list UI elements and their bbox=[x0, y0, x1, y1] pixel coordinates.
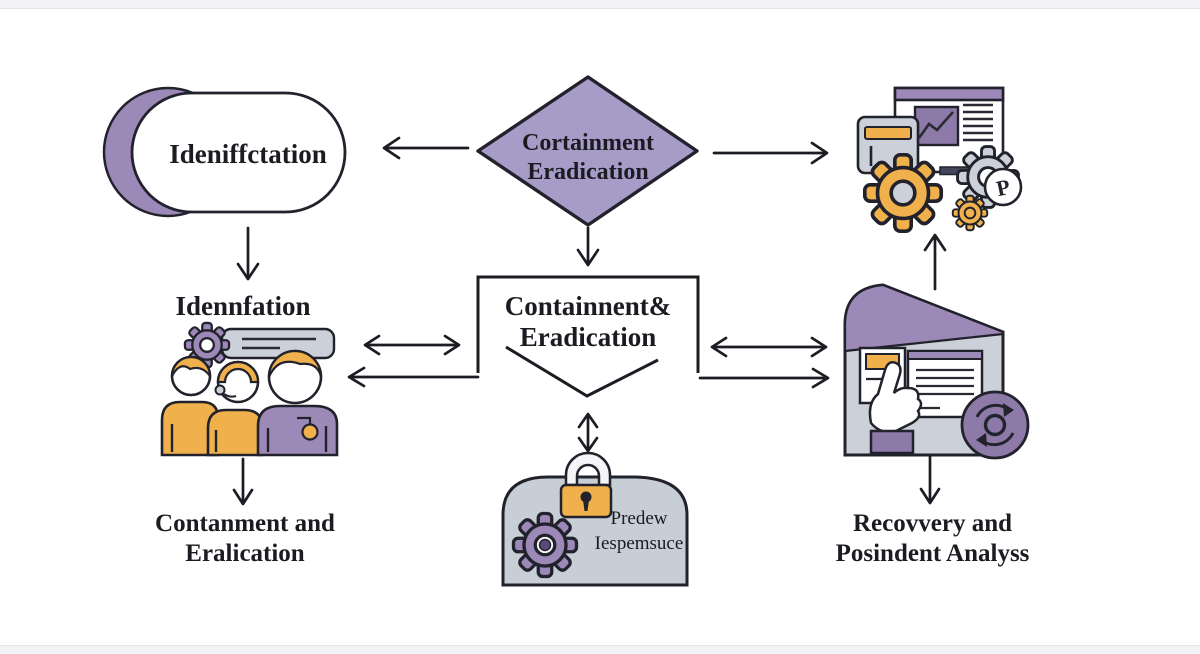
hair bbox=[170, 355, 212, 380]
arrow-right-double bbox=[710, 336, 828, 358]
top-edge-band bbox=[0, 0, 1200, 9]
bottom-edge-band bbox=[0, 645, 1200, 654]
arrow-diamond-to-monitor bbox=[712, 141, 829, 165]
recovery-caption: Recovvery and Posindent Analyss bbox=[790, 509, 1075, 569]
secure-case-label: Predew Iespemsuce bbox=[584, 506, 694, 556]
containment-box-shape bbox=[476, 275, 700, 398]
identification-pill-label: Ideniffctation bbox=[169, 139, 327, 169]
case-line1: Predew bbox=[610, 508, 668, 529]
identification-group-title: Idennfation bbox=[175, 291, 311, 321]
line-chart-icon bbox=[913, 105, 960, 147]
containment-diamond-shape bbox=[476, 75, 699, 227]
pointing-hand-icon bbox=[868, 361, 923, 455]
badge-letter: P bbox=[994, 174, 1012, 201]
case-line2: Iespemsuce bbox=[594, 533, 684, 554]
refresh-cycle-icon bbox=[960, 390, 1030, 460]
analytics-monitor-icon: P bbox=[856, 86, 1023, 234]
containment-caption: Contanment and Eralication bbox=[120, 509, 370, 569]
arrow-diamond-to-pill bbox=[382, 136, 470, 160]
caption-left-line1: Contanment and bbox=[155, 510, 335, 537]
containment-diamond-label: Cortainment Eradication bbox=[480, 129, 696, 187]
pill-outline bbox=[130, 91, 347, 214]
arrow-people-down bbox=[232, 457, 254, 506]
small-orange-gear-icon bbox=[951, 194, 989, 232]
letter-badge-icon: P bbox=[983, 167, 1023, 207]
text-lines bbox=[963, 103, 993, 142]
orange-gear-icon bbox=[862, 152, 944, 234]
person-left bbox=[160, 355, 220, 457]
headset-earpiece-icon bbox=[214, 384, 226, 396]
box-line1: Containnent& bbox=[504, 291, 672, 321]
speech-bubble-icon bbox=[220, 327, 336, 360]
arrow-box-to-left bbox=[347, 366, 480, 388]
response-team-icon bbox=[160, 321, 339, 457]
arrow-box-to-right bbox=[698, 367, 830, 389]
person-right bbox=[256, 349, 339, 457]
diamond-line1: Cortainment bbox=[522, 130, 654, 156]
headset-mic-icon bbox=[223, 393, 237, 398]
headset-band-icon bbox=[216, 360, 260, 384]
console-roof bbox=[843, 283, 1005, 353]
gear-center-dot bbox=[538, 538, 552, 552]
id-badge-icon bbox=[301, 423, 319, 441]
padlock-icon bbox=[559, 451, 613, 519]
box-line2: Eradication bbox=[519, 322, 657, 352]
containment-box-label: Containnent& Eradication bbox=[482, 291, 694, 353]
chevron-mark bbox=[505, 345, 659, 398]
sleeve bbox=[869, 429, 915, 455]
caption-right-line2: Posindent Analyss bbox=[835, 540, 1030, 567]
diamond-line2: Eradication bbox=[527, 159, 649, 185]
secure-case-icon bbox=[501, 451, 689, 587]
arrow-left-double bbox=[363, 334, 461, 356]
hair bbox=[267, 349, 323, 378]
identification-pill-shape bbox=[102, 86, 347, 218]
caption-left-line2: Eralication bbox=[185, 540, 305, 567]
caption-right-line1: Recovvery and bbox=[853, 510, 1012, 537]
badge-lanyard bbox=[297, 416, 312, 425]
arrow-pill-down bbox=[236, 226, 260, 281]
recovery-console-icon bbox=[843, 283, 1030, 460]
